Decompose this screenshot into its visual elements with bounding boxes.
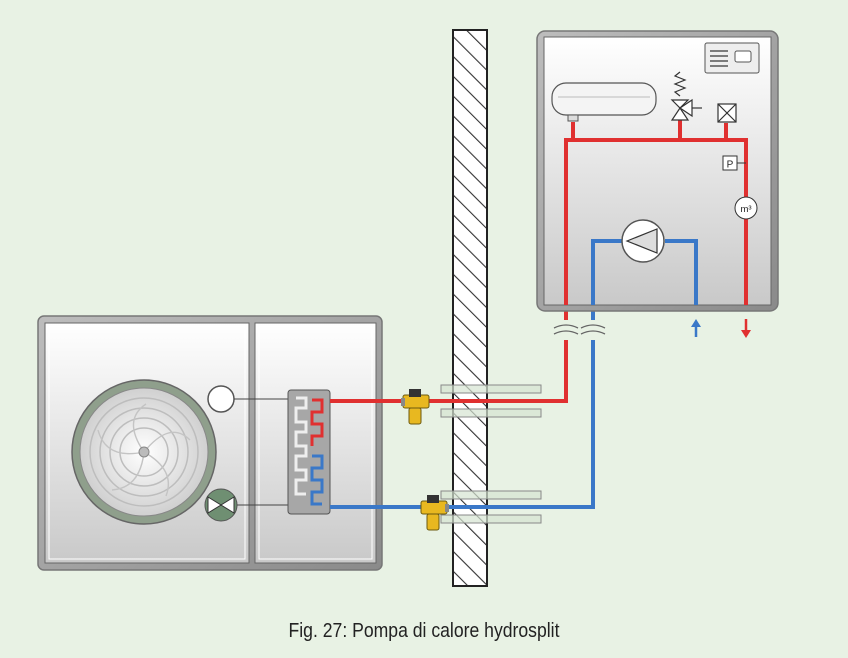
fan-icon xyxy=(71,379,217,525)
compressor-icon xyxy=(207,385,235,413)
circulation-pump-icon xyxy=(621,219,665,263)
shutoff-valve-supply xyxy=(401,389,430,425)
safety-valve-icon xyxy=(670,71,702,121)
heat-exchanger-icon xyxy=(287,389,331,515)
heat-meter: m³ xyxy=(734,196,758,220)
pressure-gauge-label: P xyxy=(727,160,734,171)
heat-meter-label: m³ xyxy=(740,204,751,215)
wall xyxy=(452,29,488,587)
flow-in-arrow-icon xyxy=(691,319,701,337)
wall-sleeves xyxy=(440,384,542,524)
flow-out-arrow-icon xyxy=(741,319,751,338)
expansion-valve-icon xyxy=(204,488,238,522)
expansion-tank-icon xyxy=(551,82,657,122)
refrigerant-lines xyxy=(234,398,290,506)
figure-caption: Fig. 27: Pompa di calore hydrosplit xyxy=(288,620,560,642)
control-panel-icon xyxy=(704,42,760,74)
pipe-break-marks xyxy=(553,324,606,335)
air-vent-icon xyxy=(717,103,737,123)
shutoff-valve-return xyxy=(420,495,449,531)
pressure-gauge: P xyxy=(722,155,746,171)
